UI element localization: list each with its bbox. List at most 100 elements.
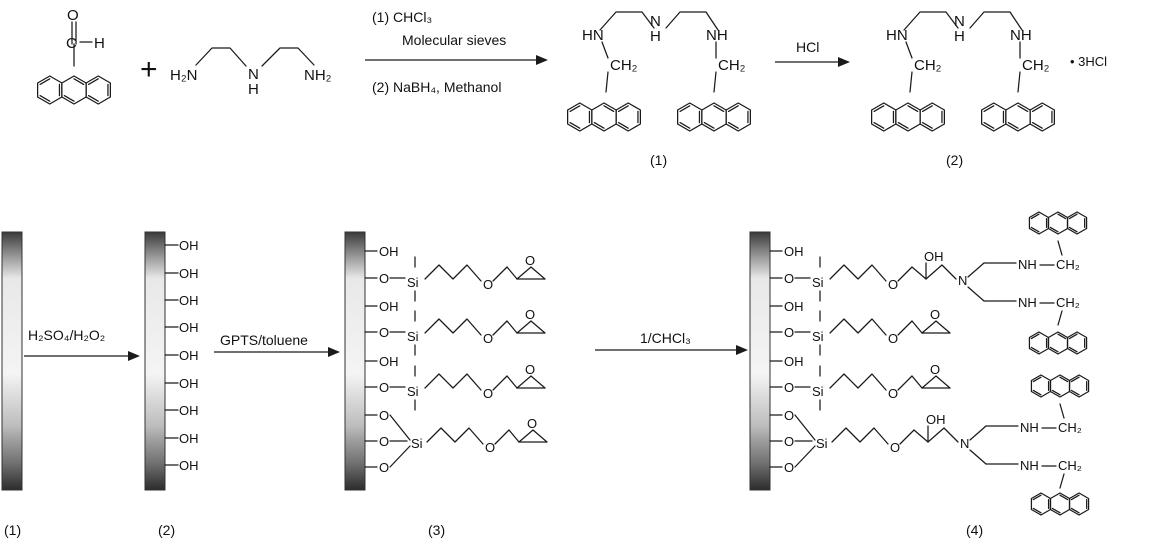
anthracene-p2-left xyxy=(871,102,945,132)
silicon-label: Si xyxy=(812,329,824,344)
aromatic-ring xyxy=(981,102,1007,132)
aromatic-ring xyxy=(1047,331,1069,355)
product2-nh-right: NH xyxy=(1010,27,1032,44)
aromatic-ring xyxy=(1068,374,1090,398)
hydroxyl-label: OH xyxy=(179,376,199,391)
epoxide-oxygen: O xyxy=(525,362,535,377)
step-b-reagent: GPTS/toluene xyxy=(220,332,308,348)
carbonyl-oxygen: O xyxy=(67,7,79,24)
ether-oxygen: O xyxy=(890,440,900,455)
silicon-label: Si xyxy=(411,436,423,451)
hydroxyl-label: OH xyxy=(784,299,804,314)
aromatic-ring xyxy=(1047,211,1069,235)
product1-n-center: N xyxy=(650,13,661,30)
hydroxyl-label: OH xyxy=(179,238,199,253)
hydroxyl-label: OH xyxy=(926,412,946,427)
silicon-label: Si xyxy=(407,329,419,344)
product1-label: (1) xyxy=(650,152,667,168)
anthracene-upper xyxy=(1030,374,1090,398)
anthracene-lower xyxy=(1028,331,1088,355)
aromatic-ring xyxy=(725,102,751,132)
product1-ch2-left: CH₂ xyxy=(610,57,638,74)
silicon-label: Si xyxy=(407,275,419,290)
anthracene-p2-right xyxy=(981,102,1055,132)
oxygen-label: O xyxy=(379,271,389,286)
silicon-label: Si xyxy=(816,436,828,451)
oxygen-label: O xyxy=(784,408,794,423)
anthraldehyde-structure xyxy=(37,75,111,105)
product1-hn-left: HN xyxy=(582,27,604,44)
secondary-amine-label: NH xyxy=(1018,257,1037,272)
oxygen-label: O xyxy=(379,325,389,340)
tertiary-amine-label: N xyxy=(958,273,967,288)
arrow-step-a xyxy=(24,351,140,361)
ether-oxygen: O xyxy=(483,386,493,401)
hydroxyl-label: OH xyxy=(179,403,199,418)
ether-oxygen: O xyxy=(888,331,898,346)
methylene-label: CH₂ xyxy=(1058,420,1082,435)
ether-oxygen: O xyxy=(888,277,898,292)
step1-condition-1: (1) CHCl₃ xyxy=(372,9,432,25)
methylene-label: CH₂ xyxy=(1056,257,1080,272)
carbonyl-hydrogen: H xyxy=(94,35,105,52)
step1-condition-2: Molecular sieves xyxy=(402,32,506,48)
aromatic-ring xyxy=(1029,102,1055,132)
oxygen-label: O xyxy=(379,408,389,423)
slide-2 xyxy=(144,231,166,491)
aromatic-ring xyxy=(871,102,897,132)
secondary-amine-label: NH xyxy=(1020,458,1039,473)
oxygen-label: O xyxy=(784,271,794,286)
product2-n-center: N xyxy=(954,13,965,30)
amine-nh2-left: H₂N xyxy=(170,67,198,84)
anthracene-upper xyxy=(1028,211,1088,235)
arrow-step-c xyxy=(595,345,748,355)
product2-hn-left: HN xyxy=(886,27,908,44)
step-a-reagent: H₂SO₄/H₂O₂ xyxy=(28,327,105,343)
aromatic-ring xyxy=(1068,492,1090,516)
oxygen-label: O xyxy=(379,434,389,449)
oxygen-label: O xyxy=(784,460,794,475)
aromatic-ring xyxy=(1066,211,1088,235)
hydroxyl-label: OH xyxy=(379,354,399,369)
aromatic-ring xyxy=(677,102,703,132)
aromatic-ring xyxy=(919,102,945,132)
silicon-label: Si xyxy=(812,275,824,290)
methylene-label: CH₂ xyxy=(1056,295,1080,310)
product2-label: (2) xyxy=(946,152,963,168)
oxygen-label: O xyxy=(784,380,794,395)
oxygen-label: O xyxy=(379,460,389,475)
ether-oxygen: O xyxy=(888,386,898,401)
anthracene-p1-right xyxy=(677,102,751,132)
hydroxyl-label: OH xyxy=(179,266,199,281)
secondary-amine-label: NH xyxy=(1018,295,1037,310)
product1-n-center-h: H xyxy=(650,28,661,45)
aromatic-ring xyxy=(591,102,617,132)
arrow-step-b xyxy=(214,347,340,357)
hydroxyl-label: OH xyxy=(179,293,199,308)
aromatic-ring xyxy=(1066,331,1088,355)
hydroxyl-label: OH xyxy=(924,249,944,264)
epoxide-oxygen: O xyxy=(930,362,940,377)
oxygen-label: O xyxy=(379,380,389,395)
aromatic-ring xyxy=(1028,211,1050,235)
aromatic-ring xyxy=(1030,492,1052,516)
amine-n-center: N xyxy=(248,66,259,83)
step1-condition-3: (2) NaBH₄, Methanol xyxy=(372,79,501,95)
secondary-amine-label: NH xyxy=(1020,420,1039,435)
step2-reagent: HCl xyxy=(796,39,819,55)
aromatic-ring xyxy=(1049,492,1071,516)
hydroxyl-label: OH xyxy=(179,458,199,473)
product2-n-center-h: H xyxy=(954,28,965,45)
hydroxyl-label: OH xyxy=(784,244,804,259)
silicon-label: Si xyxy=(812,384,824,399)
product-1-structure xyxy=(599,11,719,93)
ether-oxygen: O xyxy=(483,277,493,292)
aromatic-ring xyxy=(37,75,63,105)
aromatic-ring xyxy=(61,75,87,105)
product2-ch2-left: CH₂ xyxy=(914,57,942,74)
bottom-label-2: (2) xyxy=(158,522,175,538)
slide-1 xyxy=(1,231,23,491)
product1-ch2-right: CH₂ xyxy=(718,57,746,74)
